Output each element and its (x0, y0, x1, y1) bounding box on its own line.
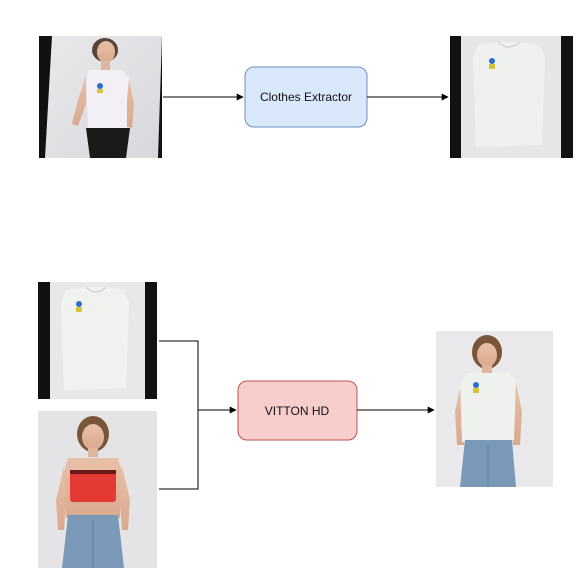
edge-person-to-merge (159, 410, 199, 490)
clothes-extractor-label: Clothes Extractor (260, 90, 352, 104)
viton-hd-label: VITTON HD (265, 404, 330, 418)
viton-hd-node: VITTON HD (237, 380, 358, 441)
target-person-photo (38, 411, 157, 568)
garment-input-photo (38, 282, 157, 399)
extracted-top-photo (450, 36, 573, 158)
tryon-result-photo (436, 331, 553, 487)
edge-garment-to-merge (159, 340, 199, 410)
input-person-photo (39, 36, 162, 158)
clothes-extractor-node: Clothes Extractor (244, 66, 368, 128)
